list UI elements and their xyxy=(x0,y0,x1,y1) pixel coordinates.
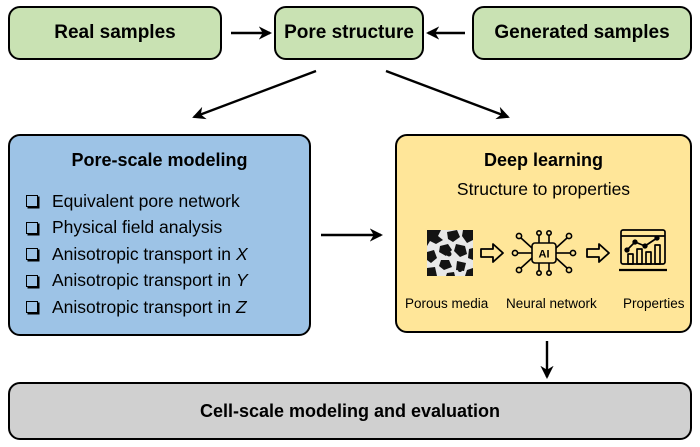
list-item-text: Physical field analysis xyxy=(52,217,223,238)
axis-variable: X xyxy=(235,243,248,264)
cell-scale-box: Cell-scale modeling and evaluation xyxy=(8,382,692,440)
pore-structure-box: Pore structure xyxy=(274,6,424,60)
deep-learning-subtitle: Structure to properties xyxy=(456,179,631,199)
checkbox-icon xyxy=(26,248,38,261)
neural-network-caption: Neural network xyxy=(506,296,597,311)
pore-structure-label: Pore structure xyxy=(284,22,414,43)
pore-scale-title: Pore-scale modeling xyxy=(71,150,248,170)
properties-chart-icon xyxy=(619,229,667,272)
neural-network-icon: AI xyxy=(511,230,577,276)
checkbox-icon xyxy=(26,301,38,314)
deep-learning-title: Deep learning xyxy=(483,150,604,170)
checkbox-icon xyxy=(26,274,38,287)
list-item-text: Anisotropic transport in xyxy=(52,270,231,291)
arrow-right-icon xyxy=(480,243,504,263)
properties-caption: Properties xyxy=(623,296,685,311)
real-samples-box: Real samples xyxy=(8,6,222,60)
real-samples-label: Real samples xyxy=(54,22,176,43)
ai-label: AI xyxy=(539,249,550,261)
list-item: Equivalent pore network xyxy=(26,188,248,215)
axis-variable: Y xyxy=(235,270,248,291)
list-item: Physical field analysis xyxy=(26,215,248,242)
arrow-right-icon xyxy=(586,243,610,263)
list-item-text: Anisotropic transport in xyxy=(52,243,231,264)
list-item-text: Equivalent pore network xyxy=(52,190,240,211)
arrow-pore-to-psm xyxy=(192,69,317,120)
checkbox-icon xyxy=(26,221,38,234)
generated-samples-label: Generated samples xyxy=(494,22,670,43)
arrow-pore-to-dl xyxy=(385,69,510,120)
porous-media-caption: Porous media xyxy=(405,296,489,311)
axis-variable: Z xyxy=(235,296,247,317)
checkbox-icon xyxy=(26,195,38,208)
pore-scale-list: Equivalent pore network Physical field a… xyxy=(26,188,248,321)
list-item-text: Anisotropic transport in xyxy=(52,296,231,317)
pore-scale-modeling-box: Pore-scale modeling Equivalent pore netw… xyxy=(8,134,311,336)
cell-scale-label: Cell-scale modeling and evaluation xyxy=(199,400,501,421)
generated-samples-box: Generated samples xyxy=(472,6,692,60)
porous-media-icon xyxy=(427,230,473,276)
deep-learning-box: Deep learning Structure to properties xyxy=(395,134,692,333)
